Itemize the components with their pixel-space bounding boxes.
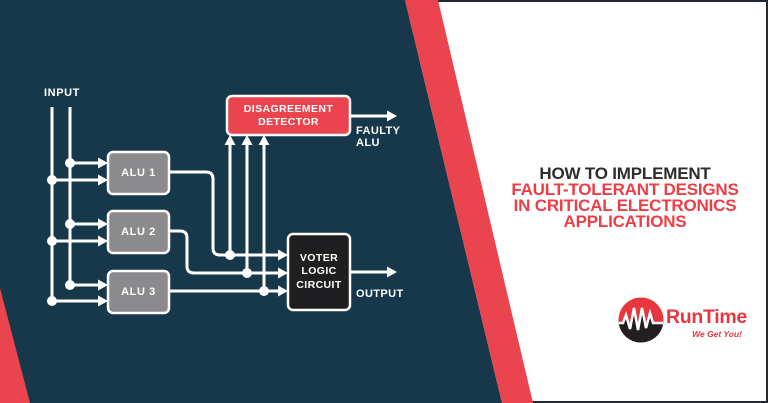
junction-dot bbox=[65, 158, 75, 168]
alu1-box bbox=[106, 150, 171, 196]
junction-dot bbox=[47, 296, 57, 306]
arrowhead-alu2-bottom bbox=[98, 235, 108, 247]
junction-dot bbox=[47, 236, 57, 246]
wires bbox=[50, 107, 388, 303]
junction-dot bbox=[225, 250, 235, 260]
arrowheads bbox=[98, 110, 397, 307]
logo-waveform bbox=[618, 307, 664, 331]
voter-logic-box bbox=[286, 232, 352, 312]
logo-black-half bbox=[618, 308, 664, 343]
junction-dot bbox=[47, 175, 57, 185]
arrowhead-voter-in1 bbox=[278, 249, 288, 261]
arrowhead-faulty-out bbox=[387, 110, 397, 122]
arrowhead-detector-in3 bbox=[258, 135, 270, 145]
junction-dot bbox=[65, 219, 75, 229]
arrowhead-voter-in2 bbox=[278, 267, 288, 279]
arrowhead-detector-in2 bbox=[241, 135, 253, 145]
waveform-circle-icon bbox=[618, 297, 664, 343]
arrowhead-alu1-bottom bbox=[98, 174, 108, 186]
wire-alu2-out bbox=[169, 229, 279, 275]
output-label: OUTPUT bbox=[356, 288, 404, 300]
junction-dot bbox=[259, 286, 269, 296]
diagonal-red-stripe bbox=[405, 0, 533, 403]
alu3-label: ALU 3 bbox=[121, 286, 156, 298]
blocks bbox=[106, 94, 352, 315]
disagreement-detector-box bbox=[225, 94, 352, 137]
arrowhead-alu2-top bbox=[98, 218, 108, 230]
title-line-2: FAULT-TOLERANT DESIGNS bbox=[511, 180, 739, 199]
arrowhead-voter-in3 bbox=[278, 285, 288, 297]
junction-dots bbox=[47, 158, 269, 306]
page-title: HOW TO IMPLEMENT FAULT-TOLERANT DESIGNS … bbox=[491, 164, 759, 231]
arrowhead-detector-in1 bbox=[224, 135, 236, 145]
disagreement-detector-label: DISAGREEMENT DETECTOR bbox=[243, 102, 334, 128]
junction-dot bbox=[65, 280, 75, 290]
junction-dot bbox=[242, 268, 252, 278]
arrowhead-alu3-bottom bbox=[98, 295, 108, 307]
title-line-3: IN CRITICAL ELECTRONICS bbox=[513, 196, 737, 215]
alu1-label: ALU 1 bbox=[121, 167, 156, 179]
faulty-alu-label: FAULTY ALU bbox=[356, 125, 401, 149]
title-line-1: HOW TO IMPLEMENT bbox=[539, 164, 711, 183]
arrowhead-output bbox=[387, 266, 397, 278]
brand-tagline: We Get You! bbox=[692, 329, 742, 339]
title-line-4: APPLICATIONS bbox=[563, 212, 687, 231]
input-label: INPUT bbox=[44, 87, 80, 99]
wire-alu1-out bbox=[169, 170, 279, 257]
voter-logic-label: VOTER LOGIC CIRCUIT bbox=[296, 252, 342, 291]
alu2-label: ALU 2 bbox=[121, 226, 156, 238]
arrowhead-alu3-top bbox=[98, 279, 108, 291]
alu3-box bbox=[106, 269, 171, 315]
alu2-box bbox=[106, 209, 171, 255]
arrowhead-alu1-top bbox=[98, 157, 108, 169]
corner-red-triangle bbox=[0, 288, 30, 403]
brand-name: RunTime bbox=[666, 306, 747, 328]
